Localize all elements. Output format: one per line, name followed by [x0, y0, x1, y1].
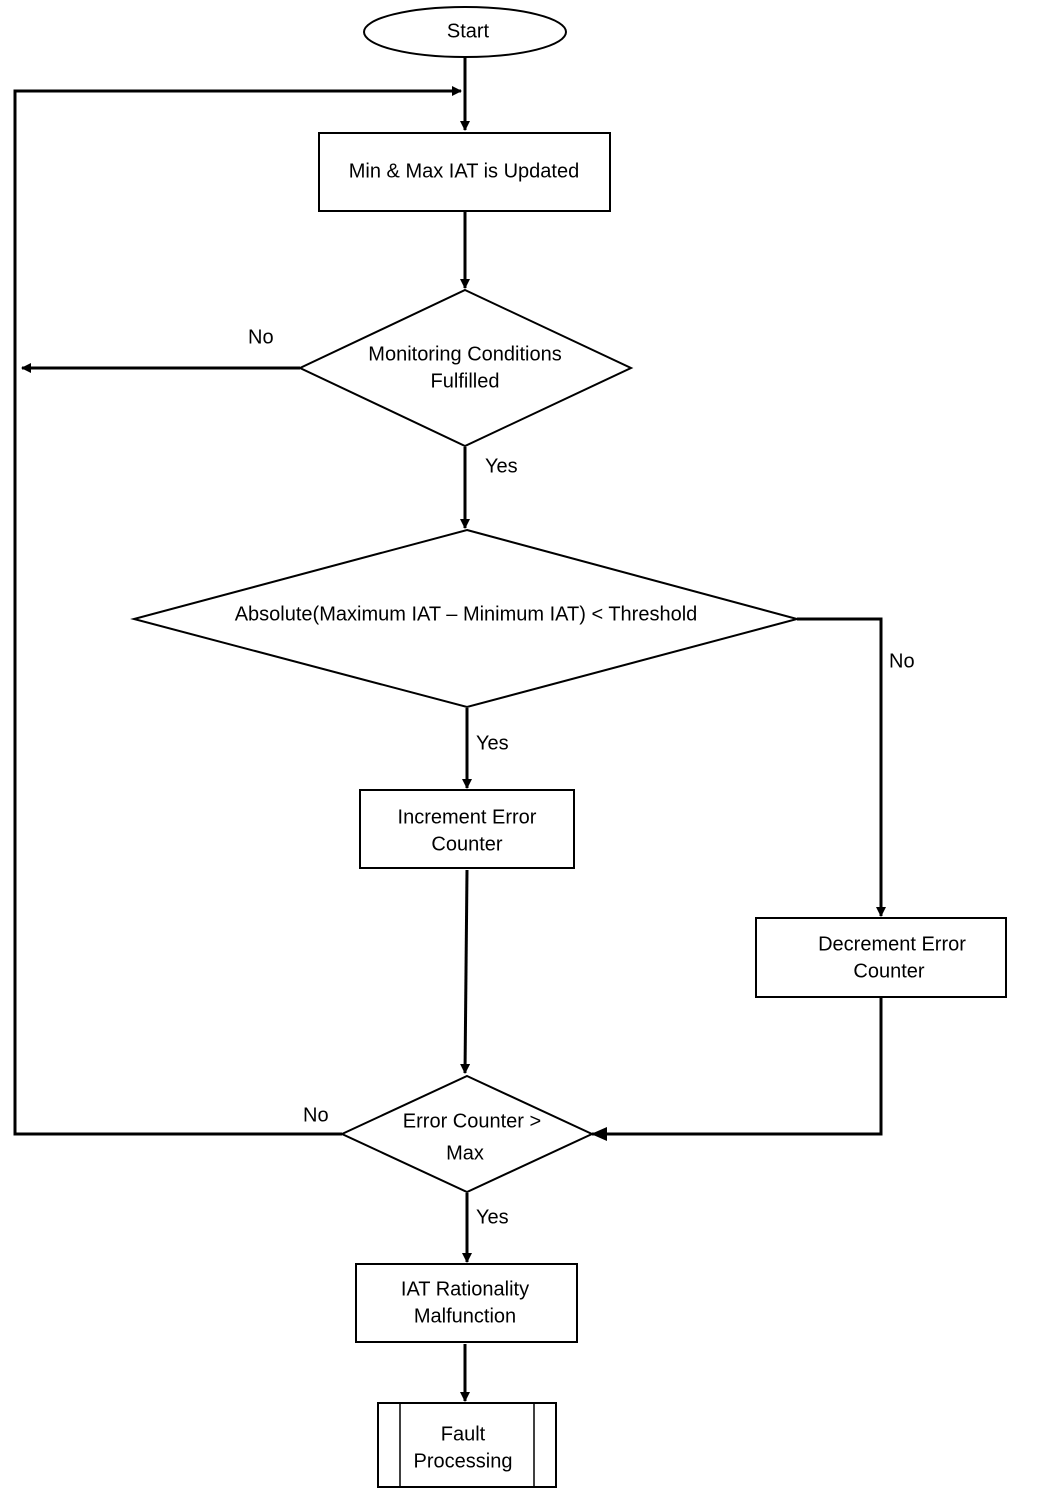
- increment-process-line1: Increment Error: [398, 806, 537, 828]
- threshold-no-label: No: [889, 650, 915, 672]
- fault-process-line2: Processing: [414, 1450, 513, 1472]
- update-process-box: Min & Max IAT is Updated: [318, 132, 611, 212]
- threshold-decision-label: Absolute(Maximum IAT – Minimum IAT) < Th…: [235, 603, 698, 625]
- counter-decision-line1: Error Counter >: [403, 1110, 541, 1132]
- fault-predefined-process-box: Fault Processing: [377, 1402, 557, 1488]
- connector-decrement-to-counter: [591, 998, 883, 1141]
- start-label: Start: [447, 20, 490, 42]
- malfunction-process-line2: Malfunction: [414, 1305, 516, 1327]
- connector-threshold-no: [797, 617, 886, 917]
- connector-counter-no-loop: [13, 86, 462, 1136]
- monitoring-decision: Monitoring Conditions Fulfilled: [297, 288, 634, 448]
- decrement-process-line1: Decrement Error: [818, 933, 966, 955]
- fault-process-line1: Fault: [441, 1423, 486, 1445]
- decrement-process-line2: Counter: [853, 960, 924, 982]
- threshold-decision: Absolute(Maximum IAT – Minimum IAT) < Th…: [130, 528, 801, 709]
- connectors: [13, 58, 886, 1402]
- start-terminator: Start: [363, 6, 567, 58]
- counter-no-label: No: [303, 1104, 329, 1126]
- increment-process-box: Increment Error Counter: [359, 789, 575, 869]
- malfunction-process-line1: IAT Rationality: [401, 1278, 529, 1300]
- counter-decision: Error Counter > Max: [339, 1074, 595, 1194]
- monitoring-decision-line1: Monitoring Conditions: [368, 343, 561, 365]
- update-process-label: Min & Max IAT is Updated: [349, 160, 579, 182]
- monitoring-no-label: No: [248, 326, 274, 348]
- increment-process-line2: Counter: [431, 833, 502, 855]
- decrement-process-box: Decrement Error Counter: [755, 917, 1007, 998]
- monitoring-yes-label: Yes: [485, 455, 518, 477]
- counter-decision-line2: Max: [446, 1142, 484, 1164]
- connector-increment-to-counter: [460, 869, 471, 1074]
- counter-yes-label: Yes: [476, 1206, 509, 1228]
- threshold-yes-label: Yes: [476, 732, 509, 754]
- malfunction-process-box: IAT Rationality Malfunction: [355, 1263, 578, 1343]
- monitoring-decision-line2: Fulfilled: [431, 370, 500, 392]
